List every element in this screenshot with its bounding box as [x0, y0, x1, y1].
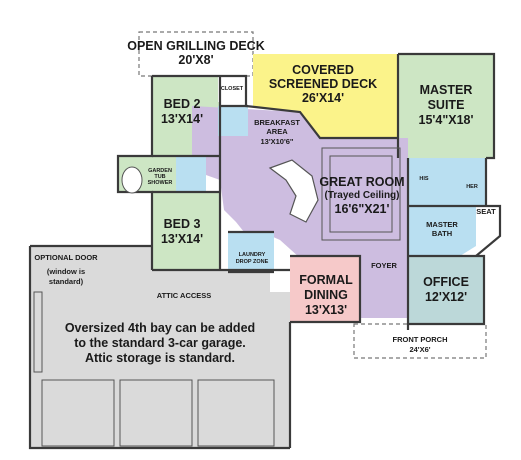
breakfast-label-2: AREA	[266, 127, 288, 136]
walls	[28, 52, 502, 450]
master-suite-area	[398, 54, 494, 158]
master-suite-size: 15'4"X18'	[419, 113, 474, 127]
bed2-size: 13'X14'	[161, 112, 203, 126]
master-suite-label-2: SUITE	[428, 98, 465, 112]
bed2-bath	[218, 106, 248, 136]
attic-access-label: ATTIC ACCESS	[157, 291, 212, 300]
laundry-label-1: LAUNDRY	[239, 252, 266, 258]
great-room-note: (Trayed Ceiling)	[324, 190, 399, 201]
great-room-label: GREAT ROOM	[319, 175, 404, 189]
breakfast-label-1: BREAKFAST	[254, 118, 300, 127]
master-bath-label-2: BATH	[432, 229, 452, 238]
office-label: OFFICE	[423, 275, 469, 289]
garage-area	[30, 246, 290, 448]
tray-ceiling-outline	[321, 147, 401, 241]
bed3-area	[152, 192, 220, 270]
formal-dining-label-1: FORMAL	[299, 273, 353, 287]
foyer-area	[360, 238, 408, 318]
formal-dining-label-2: DINING	[304, 288, 348, 302]
garden-tub-icon	[121, 166, 143, 194]
garage-note-2: to the standard 3-car garage.	[74, 336, 246, 350]
bed3-label: BED 3	[164, 217, 201, 231]
garage-doors	[33, 291, 275, 447]
open-grilling-deck-label: OPEN GRILLING DECK	[127, 39, 265, 53]
tray-ceiling-inner	[329, 155, 393, 233]
master-suite-label-1: MASTER	[420, 83, 473, 97]
bed3-size: 13'X14'	[161, 232, 203, 246]
front-porch-label: FRONT PORCH	[393, 335, 448, 344]
foyer-label: FOYER	[371, 261, 397, 270]
master-bath-label-1: MASTER	[426, 220, 458, 229]
laundry-label-2: DROP ZONE	[236, 259, 269, 265]
bed2-label: BED 2	[164, 97, 201, 111]
great-room-size: 16'6"X21'	[335, 202, 390, 216]
kitchen-island	[268, 159, 319, 223]
garage-note-1: Oversized 4th bay can be added	[65, 321, 255, 335]
open-grilling-deck-size: 20'X8'	[178, 53, 213, 67]
garden-tub-label-1: GARDEN	[148, 168, 172, 174]
garden-tub-label-3: SHOWER	[148, 180, 173, 186]
covered-deck-size: 26'X14'	[302, 91, 344, 105]
closet-label: CLOSET	[221, 86, 244, 92]
front-porch-size: 24'X6'	[409, 345, 430, 354]
bed3-bath	[176, 156, 206, 192]
his-label: HIS	[419, 176, 429, 182]
her-label: HER	[466, 184, 478, 190]
optional-door-title: OPTIONAL DOOR	[34, 253, 98, 262]
formal-dining-area	[290, 256, 360, 322]
laundry-area	[228, 232, 274, 272]
breakfast-size: 13'X10'6"	[261, 137, 294, 146]
optional-door-note-1: (window is	[47, 267, 85, 276]
garage-note-3: Attic storage is standard.	[85, 351, 235, 365]
optional-door-note-2: standard)	[49, 277, 84, 286]
office-area	[408, 256, 484, 324]
seat-label: SEAT	[476, 207, 496, 216]
office-size: 12'X12'	[425, 290, 467, 304]
garden-tub-label-2: TUB	[154, 174, 165, 180]
closet-area	[218, 76, 246, 102]
covered-screened-deck-area	[253, 54, 398, 138]
covered-deck-label-1: COVERED	[292, 63, 354, 77]
covered-deck-label-2: SCREENED DECK	[269, 77, 377, 91]
formal-dining-size: 13'X13'	[305, 303, 347, 317]
